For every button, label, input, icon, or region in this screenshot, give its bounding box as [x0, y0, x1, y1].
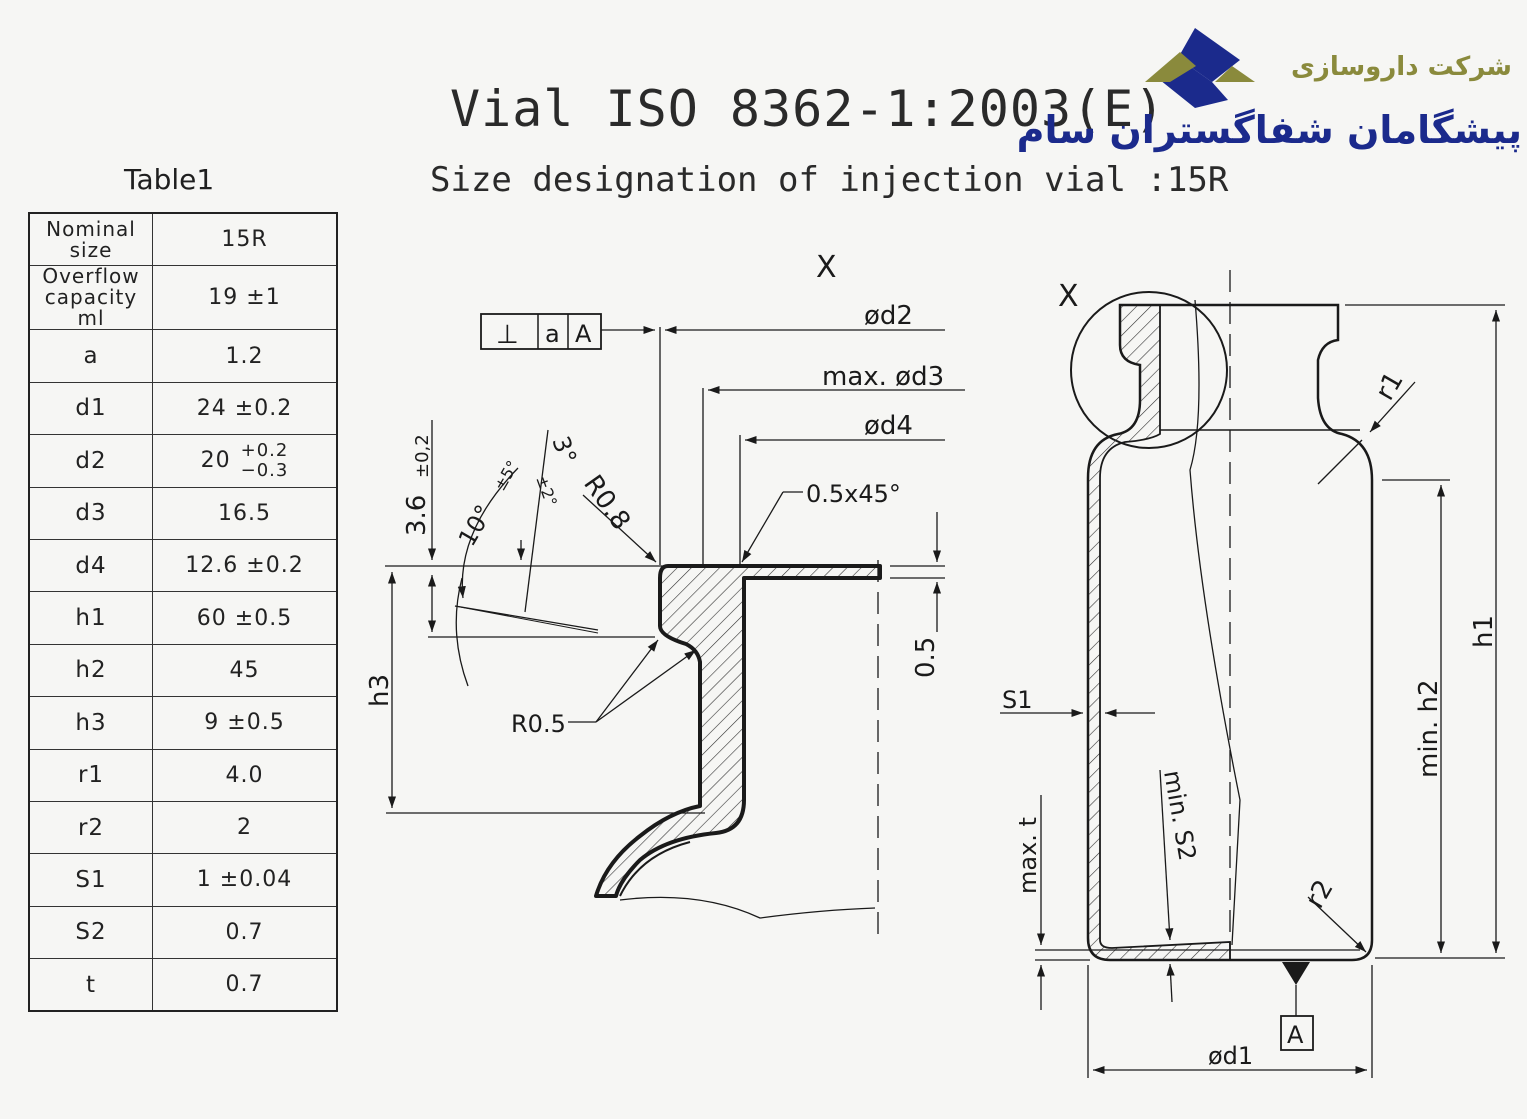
value-cell: 16.5: [152, 486, 338, 540]
angle-3-tolerance: ±2°: [532, 473, 561, 509]
d4-label: ød4: [864, 411, 913, 441]
angle-3-label: 3°: [546, 432, 582, 467]
company-name-line2: پیشگامان شفاگستران سام: [1016, 108, 1522, 152]
h3-label: h3: [365, 674, 395, 707]
vial-view-label: X: [1058, 279, 1079, 314]
r2-label: r2: [1300, 875, 1340, 914]
tol-lower: −0.3: [240, 459, 289, 481]
r05-label: R0.5: [511, 710, 566, 738]
page-title: Vial ISO 8362-1:2003(E): [450, 80, 1166, 138]
vial-drawing: X h1 min. h2 r1 r2 S1 min. S2: [1000, 270, 1505, 1078]
datum-a-label: A: [1287, 1021, 1304, 1049]
angle-10-label: 10°: [453, 500, 499, 551]
param-cell: h3: [28, 696, 153, 750]
value-cell: 0.7: [152, 905, 338, 960]
d1-label: ød1: [1208, 1042, 1253, 1070]
d2-label: ød2: [864, 301, 913, 331]
value-cell: 9 ±0.5: [152, 696, 338, 750]
value-cell: 24 ±0.2: [152, 381, 338, 436]
table-caption: Table1: [124, 163, 215, 196]
d3-label: max. ød3: [822, 362, 944, 392]
param-cell: Overflow capacity ml: [28, 265, 153, 331]
r1-label: r1: [1370, 367, 1410, 406]
value-cell: 12.6 ±0.2: [152, 538, 338, 593]
value-cell: 0.7: [152, 958, 338, 1012]
chamfer-label: 0.5x45°: [806, 480, 901, 508]
value-cell: 19 ±1: [152, 265, 338, 331]
value-cell: 1.2: [152, 329, 338, 383]
dim-3.6-tolerance: ±0,2: [412, 434, 433, 478]
company-name-line1: شرکت داروسازی: [1291, 52, 1512, 82]
angle-10-tolerance: ±5°: [490, 457, 522, 494]
param-cell: h1: [28, 591, 153, 645]
h2-label: min. h2: [1414, 679, 1444, 778]
param-cell: S2: [28, 905, 153, 960]
tolerance-stack: +0.2−0.3: [240, 439, 289, 481]
stylized-s-logo-icon: [1145, 28, 1255, 108]
value-cell: 1 ±0.04: [152, 853, 338, 907]
detail-view-label: X: [816, 250, 837, 285]
value-main: 20: [200, 447, 231, 473]
param-cell: a: [28, 329, 153, 383]
tolerance-value: a: [545, 320, 560, 348]
r08-label: R0.8: [577, 470, 636, 536]
tolerance-datum: A: [575, 320, 592, 348]
tolerance-frame: ⊥ a A: [480, 313, 655, 350]
param-cell: t: [28, 958, 153, 1012]
value-cell: 15R: [152, 212, 338, 267]
param-cell: r2: [28, 800, 153, 855]
page-subtitle: Size designation of injection vial :15R: [430, 160, 1229, 200]
s1-label: S1: [1002, 686, 1033, 714]
perpendicularity-symbol: ⊥: [496, 320, 519, 350]
h1-label: h1: [1469, 615, 1499, 648]
neck-detail-drawing: X ⊥ a A ød2 max. ød3 ød4: [365, 250, 965, 940]
t-label: max. t: [1014, 817, 1042, 894]
dim-3.6-label: 3.6: [402, 495, 432, 536]
tol-upper: +0.2: [240, 439, 289, 461]
dim-0.5-label: 0.5: [911, 637, 941, 678]
param-cell: d1: [28, 381, 153, 436]
param-cell: Nominal size: [28, 212, 153, 267]
